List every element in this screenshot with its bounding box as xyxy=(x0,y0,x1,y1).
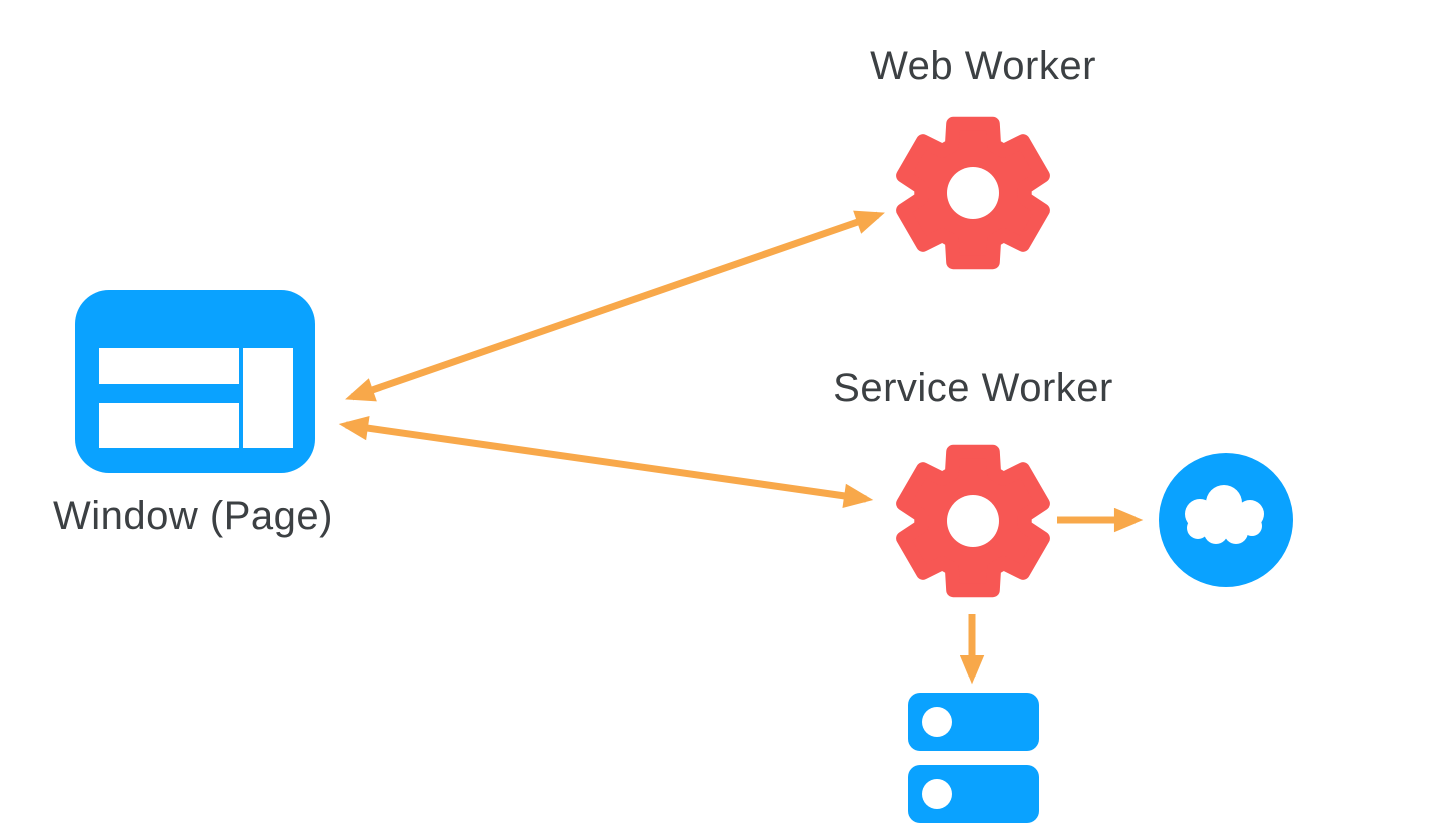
edge-window-to-web-worker xyxy=(345,210,885,402)
cloud-icon xyxy=(1159,453,1293,587)
edge-window-to-service-worker xyxy=(338,415,874,509)
browser-window-icon xyxy=(75,290,315,473)
service-worker-gear-icon xyxy=(896,444,1050,598)
service-worker-label: Service Worker xyxy=(833,366,1113,410)
window-page-label: Window (Page) xyxy=(53,494,333,538)
web-worker-gear-icon xyxy=(896,116,1050,270)
web-worker-label: Web Worker xyxy=(870,44,1096,88)
database-icon xyxy=(908,693,1039,823)
cloud-glyph xyxy=(1185,485,1264,544)
